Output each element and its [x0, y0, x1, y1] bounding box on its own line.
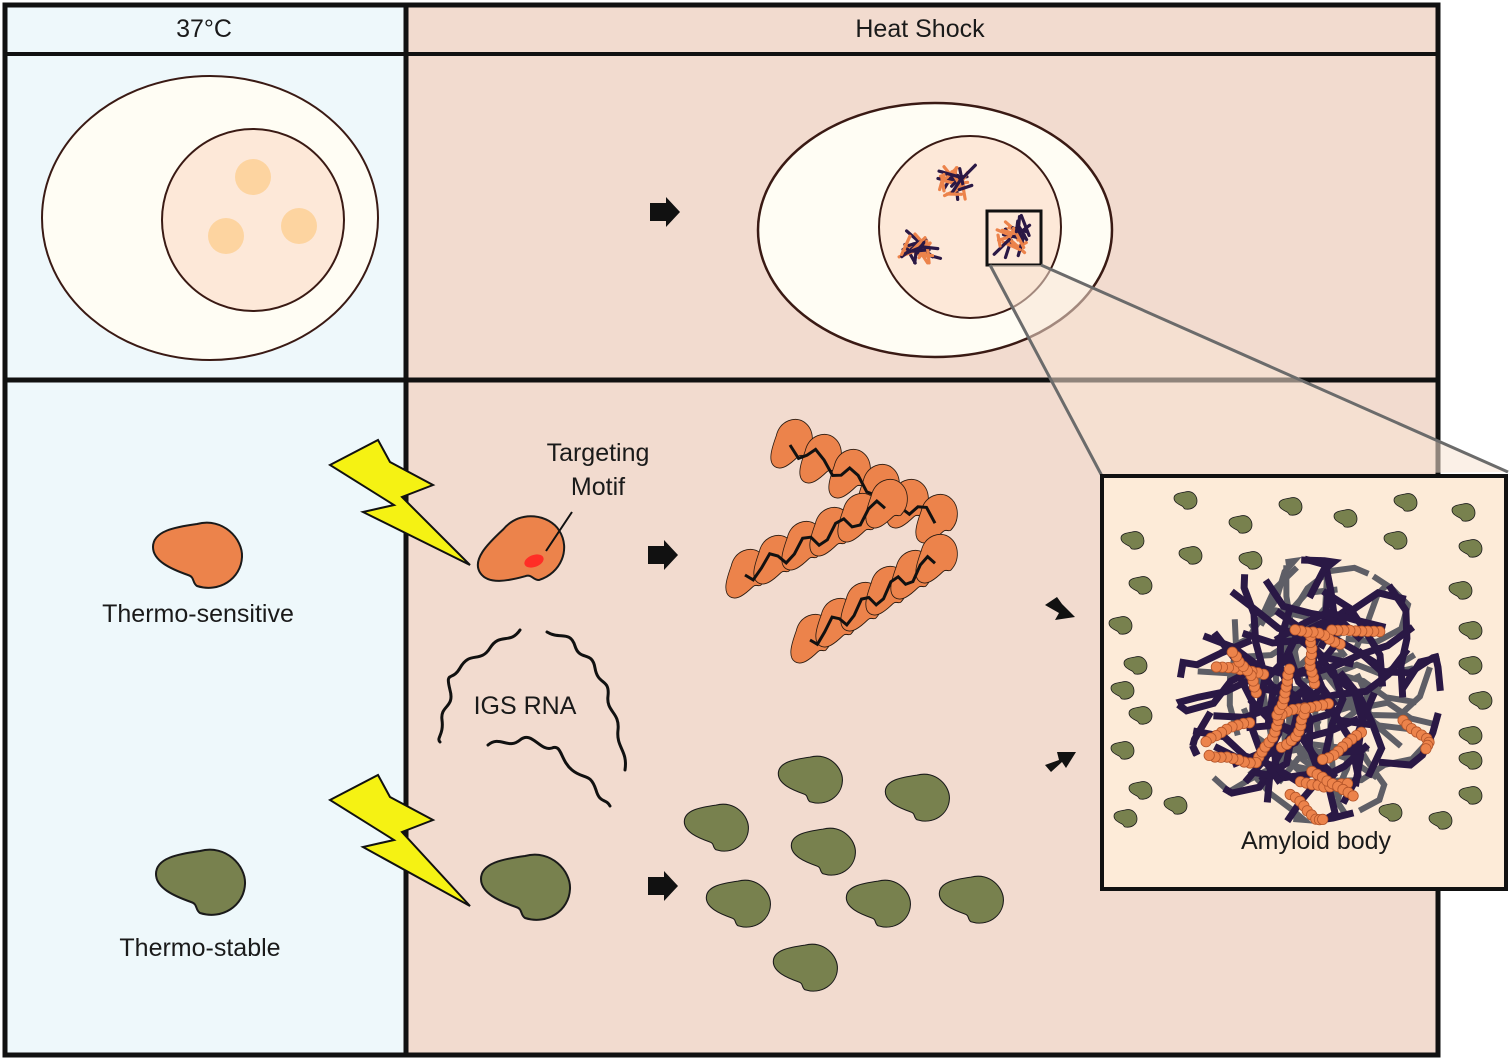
arrow-right-icon: [650, 197, 680, 227]
fibril-stack: [782, 525, 965, 675]
arrow-diagonal-icon: [1045, 752, 1076, 772]
label-igs-rna: IGS RNA: [474, 692, 577, 720]
normal-cell: [41, 75, 379, 361]
fibril-stack: [717, 470, 915, 610]
nucleolus: [281, 208, 317, 244]
header-37c: 37°C: [176, 15, 232, 43]
nuclear-amyloid-body: [936, 163, 977, 201]
label-targeting-line2: Motif: [571, 473, 625, 501]
arrow-right-icon: [648, 871, 678, 901]
nuclear-amyloid-body: [992, 213, 1032, 260]
nucleolus: [235, 159, 271, 195]
arrow-right-icon: [648, 540, 678, 570]
arrow-diagonal-icon: [1045, 597, 1075, 620]
amyloid-body: [1175, 555, 1444, 826]
label-targeting-line1: Targeting: [547, 439, 650, 467]
nucleolus: [208, 218, 244, 254]
targeting-motif-mark: [524, 554, 544, 568]
label-amyloid-body: Amyloid body: [1241, 827, 1392, 855]
zoom-panel: Amyloid body: [1100, 474, 1508, 891]
label-thermo-stable: Thermo-stable: [119, 934, 280, 962]
fibril-stack: [762, 410, 965, 555]
label-thermo-sensitive: Thermo-sensitive: [102, 600, 294, 628]
header-heat-shock: Heat Shock: [855, 15, 985, 43]
lightning-icon: [327, 773, 471, 907]
nuclear-amyloid-body: [897, 229, 943, 265]
unfolded-sensitive-protein: [465, 501, 578, 608]
zoom-projection: [988, 263, 1509, 477]
igs-rna-strands: [437, 628, 627, 808]
nucleus: [161, 128, 345, 312]
amyloid-fibrils: [717, 410, 965, 675]
lightning-icon: [327, 438, 471, 566]
